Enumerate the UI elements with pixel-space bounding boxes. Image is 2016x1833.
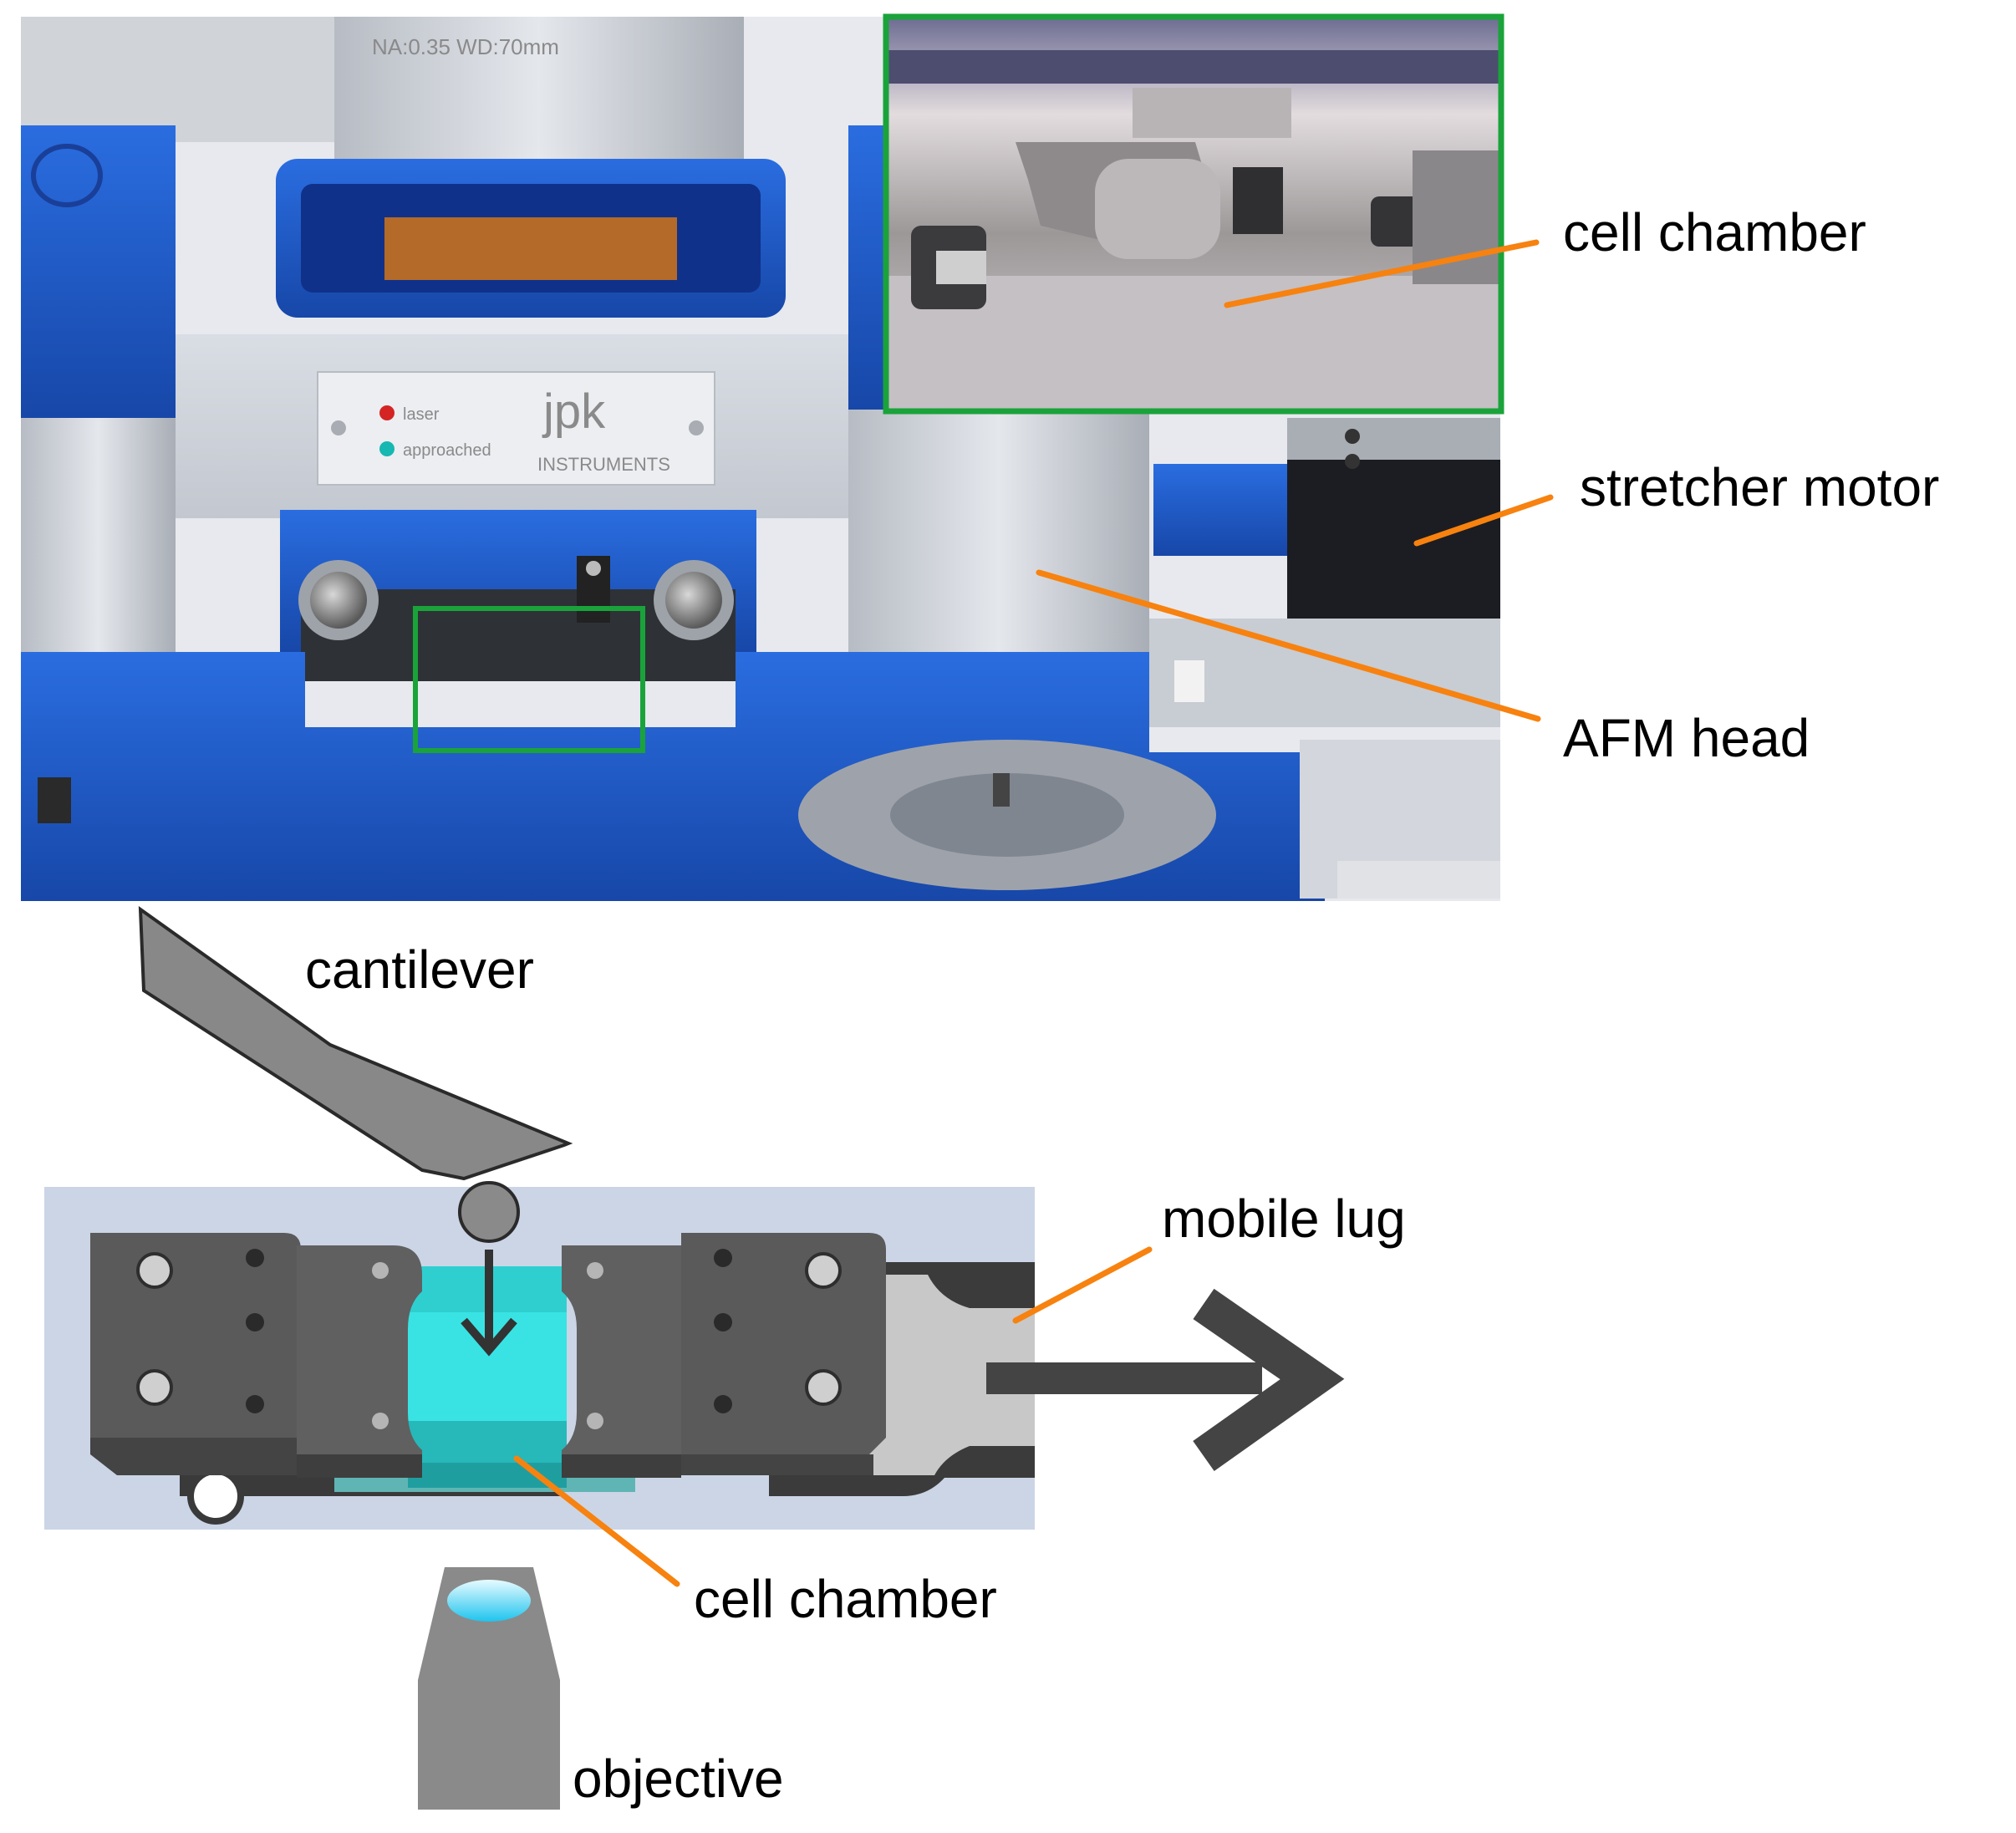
brand-logo: jpk (542, 384, 606, 439)
label-stretcher-motor: stretcher motor (1580, 457, 1939, 517)
brand-sub: INSTRUMENTS (537, 454, 670, 475)
afm-photo: NA:0.35 WD:70mm laser approached jpk INS… (21, 13, 1554, 901)
objective-marking: NA:0.35 WD:70mm (372, 34, 559, 59)
label-cantilever: cantilever (305, 939, 534, 1000)
laser-led (379, 405, 395, 420)
left-clamp (90, 1233, 422, 1478)
indentation-arrow (461, 1250, 517, 1357)
blue-base (21, 652, 1325, 901)
label-cell-chamber-bottom: cell chamber (694, 1569, 997, 1629)
laser-label: laser (403, 405, 440, 424)
jpk-label-plate: laser approached jpk INSTRUMENTS (317, 371, 715, 486)
cantilever (138, 905, 573, 1243)
leader-mobile-lug (1012, 1246, 1153, 1324)
inset-source-box (413, 606, 645, 753)
leader-cell-chamber-top (1224, 239, 1540, 308)
left-column (21, 125, 176, 723)
label-mobile-lug: mobile lug (1162, 1189, 1406, 1249)
approached-led (379, 441, 395, 456)
afm-head-body: laser approached jpk INSTRUMENTS (155, 334, 890, 518)
label-objective: objective (573, 1749, 784, 1809)
leader-cell-chamber-bottom (513, 1455, 680, 1587)
right-clamp (562, 1233, 886, 1478)
approached-label: approached (403, 441, 491, 460)
stretcher-schematic (44, 905, 1345, 1810)
objective-schematic (418, 1567, 560, 1810)
label-cell-chamber-top: cell chamber (1563, 202, 1866, 262)
stretcher-motor-photo (1149, 418, 1500, 899)
stretch-arrow (986, 1288, 1345, 1471)
zoom-inset (883, 13, 1504, 415)
label-afm-head: AFM head (1563, 708, 1810, 768)
leader-stretcher-motor (1413, 494, 1554, 547)
leader-afm-head (1036, 569, 1541, 722)
